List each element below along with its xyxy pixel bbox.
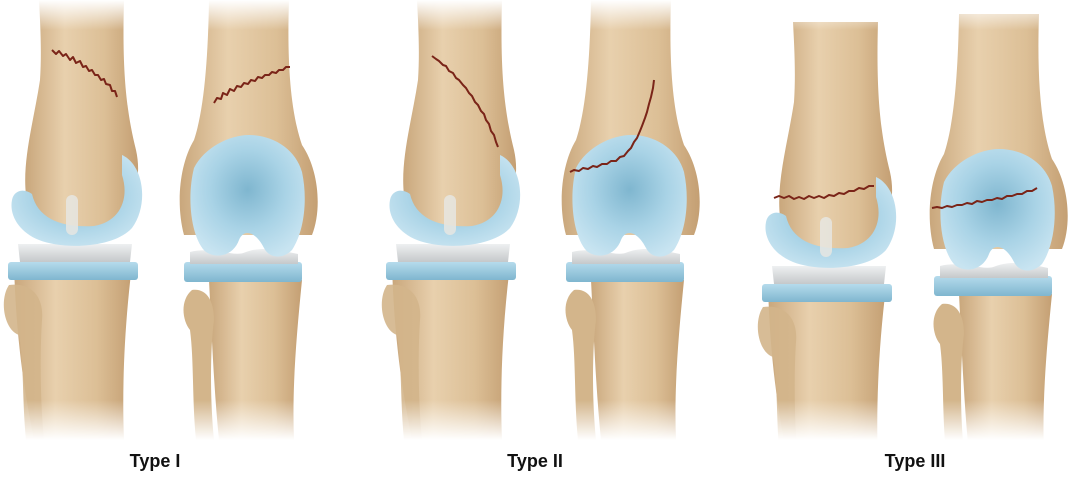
type-iii-label: Type III (850, 449, 980, 473)
type-i-front-view (180, 0, 318, 440)
type-i-label: Type I (90, 449, 220, 473)
knee-prosthesis-illustration (0, 0, 1069, 440)
type-i-side-view (4, 0, 142, 440)
type-ii-front-view (562, 0, 700, 440)
type-iii-front-view (930, 14, 1068, 440)
type-ii-side-view (382, 0, 520, 440)
type-iii-side-view (758, 22, 896, 440)
type-ii-label: Type II (470, 449, 600, 473)
